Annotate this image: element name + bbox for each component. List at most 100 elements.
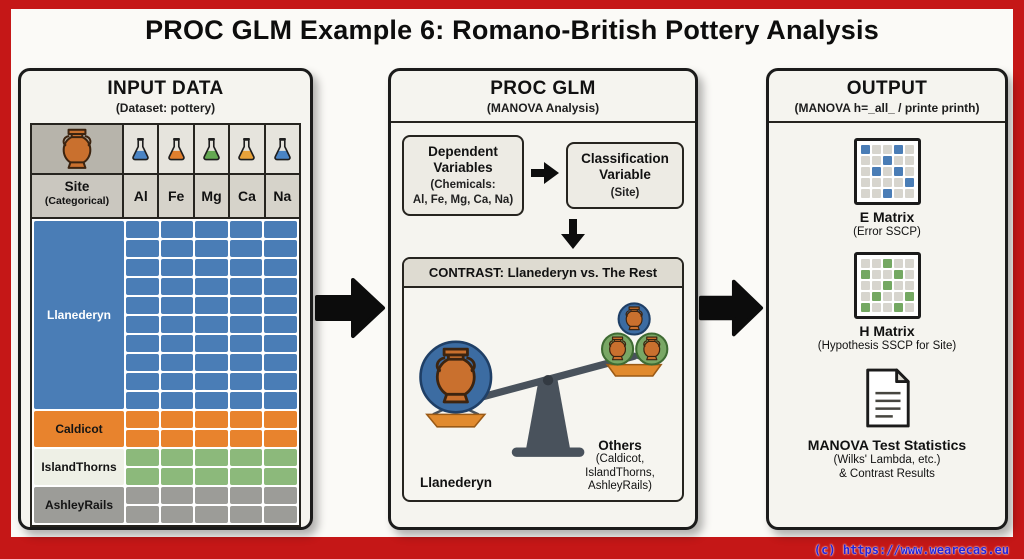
data-cell (229, 449, 263, 466)
down-arrow-icon (462, 219, 684, 254)
matrix-cell (871, 145, 881, 154)
table-header-row: Site (Categorical) Al Fe Mg Ca Na (32, 125, 300, 219)
flask-icon-Al (124, 125, 158, 175)
matrix-cell (860, 303, 870, 313)
site-group-Caldicot: Caldicot (34, 411, 297, 447)
data-cell (264, 373, 297, 390)
matrix-cell (882, 259, 892, 269)
data-cell (195, 392, 228, 409)
matrix-cell (893, 259, 903, 269)
e-matrix-sub: (Error SSCP) (853, 226, 921, 238)
column-header-Al: Al (124, 125, 160, 217)
matrix-cell (904, 292, 914, 302)
site-label-text: Site (64, 179, 90, 194)
data-cell (229, 354, 263, 371)
e-matrix-title: E Matrix (859, 209, 915, 225)
page-title: PROC GLM Example 6: Romano-British Potte… (145, 15, 879, 45)
data-cell (229, 411, 263, 428)
data-cell (229, 430, 263, 447)
data-cell (264, 297, 297, 314)
site-cells-IslandThorns (126, 449, 297, 485)
data-cell (160, 240, 194, 257)
data-cell (160, 316, 194, 333)
matrix-cell (904, 167, 914, 176)
data-cell (126, 430, 159, 447)
matrix-cell (904, 189, 914, 198)
data-cell (160, 221, 194, 238)
matrix-cell (860, 189, 870, 198)
e-matrix-item: E Matrix (Error SSCP) (777, 138, 997, 239)
matrix-cell (871, 270, 881, 280)
data-cell (195, 259, 228, 276)
data-cell (160, 468, 194, 485)
input-panel-header: INPUT DATA (Dataset: pottery) (21, 71, 310, 119)
data-cell (264, 278, 297, 295)
data-cell (126, 221, 159, 238)
data-cell (195, 335, 228, 352)
matrix-cell (882, 156, 892, 165)
matrix-cell (860, 178, 870, 187)
dependent-variables-title: Dependent Variables (428, 144, 498, 176)
site-cells-Caldicot (126, 411, 297, 447)
classification-variable-title: Classification Variable (581, 151, 669, 183)
data-cell (160, 278, 194, 295)
matrix-cell (882, 178, 892, 187)
column-header-Mg: Mg (194, 125, 231, 217)
site-label-Caldicot: Caldicot (34, 411, 124, 447)
matrix-cell (871, 178, 881, 187)
matrix-cell (882, 303, 892, 313)
data-cell (264, 430, 297, 447)
matrix-cell (860, 145, 870, 154)
data-cell (195, 221, 228, 238)
data-cell (195, 468, 228, 485)
site-label-Llanederyn: Llanederyn (34, 221, 124, 409)
data-cell (195, 506, 228, 523)
column-header-Ca: Ca (230, 125, 266, 217)
matrix-cell (871, 156, 881, 165)
contrast-title: CONTRAST: Llanederyn vs. The Rest (404, 259, 682, 289)
site-column-label: Site (Categorical) (32, 175, 122, 217)
matrix-cell (871, 259, 881, 269)
dependent-variables-box: Dependent Variables (Chemicals: Al, Fe, … (402, 135, 524, 217)
data-cell (195, 449, 228, 466)
data-cell (160, 506, 194, 523)
site-cells-AshleyRails (126, 487, 297, 523)
flask-icon-Fe (159, 125, 193, 175)
matrix-cell (860, 292, 870, 302)
site-label-AshleyRails: AshleyRails (34, 487, 124, 523)
data-cell (229, 259, 263, 276)
data-cell (195, 487, 228, 504)
matrix-cell (893, 281, 903, 291)
data-cell (264, 221, 297, 238)
others-title: Others (598, 437, 642, 453)
data-cell (264, 259, 297, 276)
matrix-cell (904, 281, 914, 291)
column-label-Fe: Fe (159, 175, 193, 217)
matrix-cell (860, 259, 870, 269)
contrast-illustration: Llanederyn Others (Caldicot, IslandThorn… (404, 288, 682, 500)
matrix-cell (882, 281, 892, 291)
data-cell (229, 297, 263, 314)
manova-stats-item: MANOVA Test Statistics (Wilks' Lambda, e… (777, 367, 997, 482)
data-cell (126, 335, 159, 352)
data-cell (229, 240, 263, 257)
data-cell (264, 392, 297, 409)
llanederyn-scale-label: Llanederyn (420, 475, 493, 491)
copyright-text: (c) https://www.wearecas.eu (813, 543, 1009, 557)
column-label-Na: Na (265, 175, 300, 217)
column-header-Fe: Fe (159, 125, 195, 217)
data-cell (264, 354, 297, 371)
glm-panel-subtitle: (MANOVA Analysis) (486, 101, 600, 115)
data-cell (264, 316, 297, 333)
data-cell (264, 240, 297, 257)
data-cell (160, 430, 194, 447)
matrix-cell (871, 167, 881, 176)
data-cell (126, 297, 159, 314)
data-cell (160, 411, 194, 428)
data-cell (229, 278, 263, 295)
matrix-cell (871, 189, 881, 198)
data-cell (126, 392, 159, 409)
proc-glm-panel: PROC GLM (MANOVA Analysis) Dependent Var… (388, 68, 698, 530)
matrix-cell (860, 167, 870, 176)
